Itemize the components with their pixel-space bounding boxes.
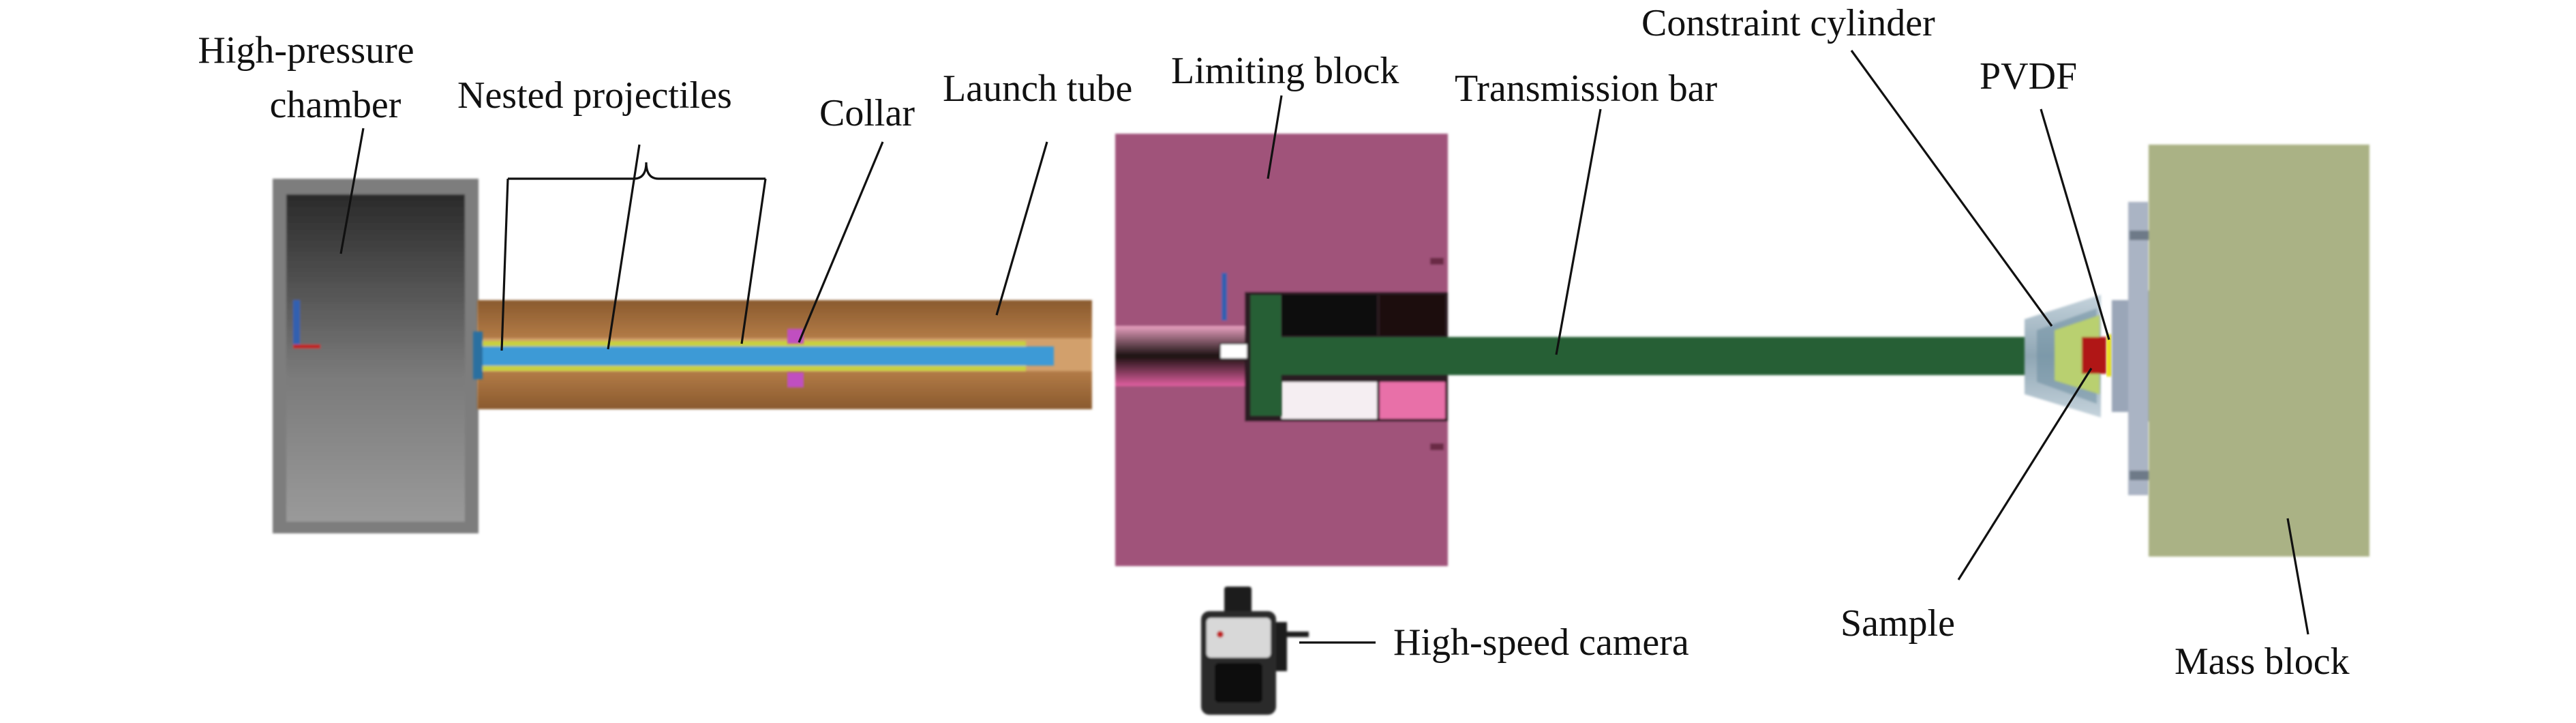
high-pressure-chamber	[273, 179, 479, 533]
label-launch-tube: Launch tube	[943, 68, 1132, 110]
label-pvdf: PVDF	[1980, 55, 2077, 98]
label-sample: Sample	[1840, 602, 1955, 645]
leader-sample	[1957, 368, 2093, 580]
leader-launch-tube	[995, 141, 1048, 316]
leader-projectile-3	[740, 178, 767, 344]
leader-transmission-bar	[1555, 108, 1602, 355]
label-nested-projectiles: Nested projectiles	[457, 74, 732, 117]
pvdf-film	[2106, 334, 2112, 377]
nested-projectiles	[473, 331, 1054, 379]
leader-pvdf	[2040, 108, 2110, 340]
leader-collar	[798, 141, 884, 343]
leader-lines	[339, 50, 2309, 644]
leader-mass-block	[2286, 518, 2309, 635]
label-high-pressure-chamber: High-pressure chamber	[198, 29, 423, 126]
leader-chamber	[339, 128, 365, 254]
label-high-speed-camera: High-speed camera	[1393, 621, 1689, 664]
label-collar: Collar	[819, 92, 915, 134]
label-limiting-block: Limiting block	[1171, 50, 1399, 92]
leader-constraint-cylinder	[1850, 50, 2053, 327]
leader-limiting-block	[1267, 95, 1283, 179]
label-mass-block: Mass block	[2175, 640, 2350, 683]
leader-projectile-2	[607, 144, 641, 350]
leader-projectiles-bracket	[508, 162, 766, 180]
label-transmission-bar: Transmission bar	[1455, 68, 1718, 110]
transmission-bar	[1250, 295, 2040, 416]
high-speed-camera-icon	[1201, 587, 1309, 715]
leader-projectile-1	[500, 178, 509, 351]
mass-block	[2149, 145, 2369, 557]
labels: High-pressure chamber Nested projectiles…	[198, 2, 2349, 683]
label-constraint-cylinder: Constraint cylinder	[1641, 2, 1935, 44]
